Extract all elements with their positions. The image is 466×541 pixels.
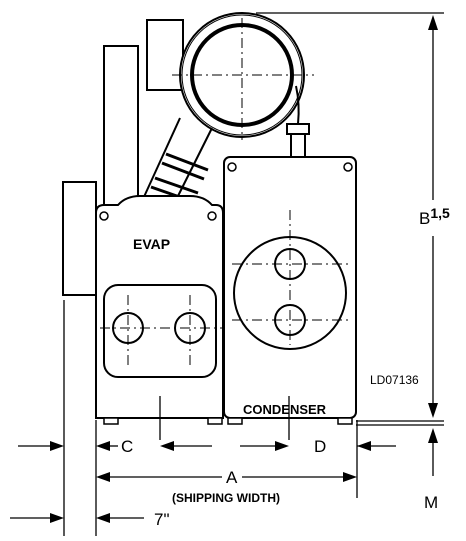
evap-nozzle-plate	[103, 284, 217, 378]
centerlines	[100, 18, 348, 365]
dim-offset-label: 7"	[154, 510, 170, 529]
feet	[103, 417, 353, 425]
dim-d-label: D	[314, 437, 326, 456]
dimension-lines	[10, 12, 444, 536]
evap-label: EVAP	[133, 236, 170, 252]
motor-box	[146, 19, 184, 91]
left-bracket	[62, 181, 97, 296]
dim-a-note: (SHIPPING WIDTH)	[172, 491, 280, 505]
dim-m-label: M	[424, 493, 438, 512]
dim-b-label: B1,5	[419, 205, 450, 228]
condenser-label: CONDENSER	[243, 402, 327, 417]
dim-c-label: C	[121, 437, 133, 456]
dim-b-superscript: 1,5	[430, 205, 450, 221]
right-nozzle	[286, 85, 310, 157]
arrowheads	[50, 15, 438, 523]
mounting-holes	[99, 162, 353, 221]
ref-code-label: LD07136	[370, 373, 419, 387]
dim-a-label: A	[226, 468, 238, 487]
dim-b-letter: B	[419, 209, 430, 228]
